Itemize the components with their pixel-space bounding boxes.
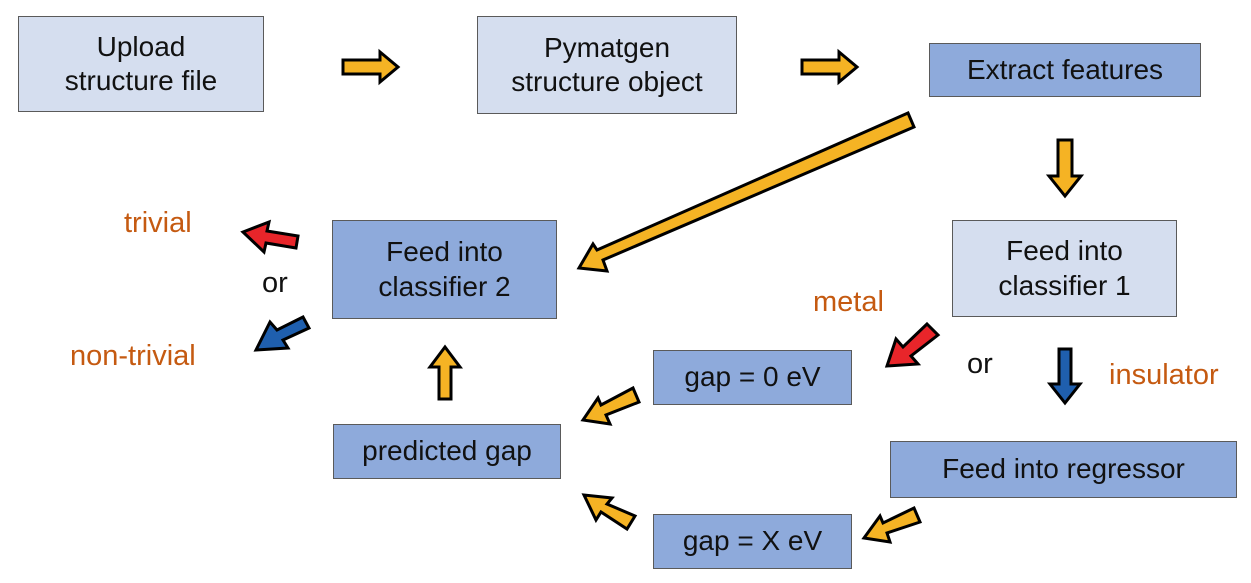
arrow-predicted-to-classifier2 xyxy=(427,344,463,401)
arrow-classifier1-to-insulator xyxy=(1046,347,1084,406)
arrow-pymatgen-to-extract xyxy=(800,48,860,86)
predicted-gap-box: predicted gap xyxy=(333,424,561,479)
upload-structure-box: Upload structure file xyxy=(18,16,264,112)
classifier1-box-line2: classifier 1 xyxy=(998,269,1131,301)
trivial-label: trivial xyxy=(124,207,192,239)
pymatgen-box-line2: structure object xyxy=(511,66,703,97)
gap-zero-label: gap = 0 eV xyxy=(684,361,821,393)
arrow-gap-zero-to-predicted xyxy=(580,385,641,426)
arrow-extract-to-classifier2 xyxy=(576,111,916,273)
regressor-box: Feed into regressor xyxy=(890,441,1237,498)
arrow-upload-to-pymatgen xyxy=(341,48,401,86)
pymatgen-structure-box: Pymatgen structure object xyxy=(477,16,737,114)
upload-box-line2: structure file xyxy=(64,65,218,96)
or-right-label: or xyxy=(967,348,993,380)
extract-features-label: Extract features xyxy=(966,53,1164,85)
extract-features-box: Extract features xyxy=(929,43,1201,97)
gap-zero-box: gap = 0 eV xyxy=(653,350,852,405)
arrow-classifier2-to-trivial xyxy=(240,219,300,255)
arrow-gap-x-to-predicted xyxy=(581,493,638,532)
metal-label: metal xyxy=(813,286,884,318)
arrow-regressor-to-gap-x xyxy=(861,505,923,544)
or-left-label: or xyxy=(262,267,288,299)
gap-x-box: gap = X eV xyxy=(653,514,852,569)
pymatgen-box-line1: Pymatgen xyxy=(543,31,671,63)
arrow-classifier1-to-metal xyxy=(884,321,941,368)
regressor-label: Feed into regressor xyxy=(942,453,1185,485)
classifier-1-box: Feed into classifier 1 xyxy=(952,220,1177,317)
insulator-label: insulator xyxy=(1109,359,1219,391)
classifier1-box-line1: Feed into xyxy=(1006,235,1123,267)
predicted-gap-label: predicted gap xyxy=(362,435,532,467)
gap-x-label: gap = X eV xyxy=(682,525,823,557)
classifier-2-box: Feed into classifier 2 xyxy=(332,220,557,319)
non-trivial-label: non-trivial xyxy=(70,340,196,372)
classifier2-box-line2: classifier 2 xyxy=(378,270,511,302)
upload-box-line1: Upload xyxy=(96,30,186,62)
classifier2-box-line1: Feed into xyxy=(386,236,503,268)
arrow-extract-to-classifier1 xyxy=(1045,138,1085,199)
arrow-classifier2-to-non-trivial xyxy=(253,315,312,352)
